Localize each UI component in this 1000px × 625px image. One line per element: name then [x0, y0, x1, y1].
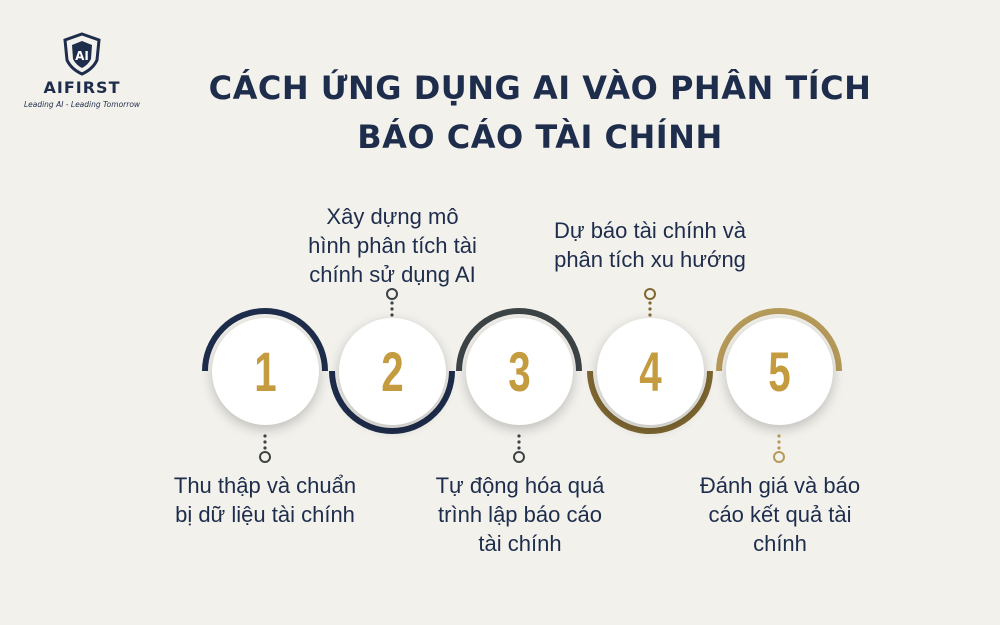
- step-2-connector-ring: [386, 288, 398, 300]
- step-4: 4: [586, 307, 714, 435]
- title-line-1: CÁCH ỨNG DỤNG AI VÀO PHÂN TÍCH: [208, 69, 872, 107]
- step-5-circle: 5: [725, 317, 833, 425]
- step-3-label: Tự động hóa quá trình lập báo cáo tài ch…: [410, 471, 630, 558]
- step-2-number: 2: [380, 339, 404, 403]
- step-3: 3: [455, 307, 583, 435]
- step-5-connector-dots: [773, 434, 785, 463]
- step-2-label: Xây dựng mô hình phân tích tài chính sử …: [285, 202, 500, 289]
- shield-icon: AI: [63, 32, 101, 76]
- step-3-connector-ring: [513, 451, 525, 463]
- step-4-connector-ring: [644, 288, 656, 300]
- step-1-connector-dots: [259, 434, 271, 463]
- logo-brand: AIFIRST: [43, 78, 121, 97]
- step-3-circle: 3: [465, 317, 573, 425]
- logo-mark-text: AI: [75, 49, 89, 63]
- step-3-number: 3: [507, 339, 531, 403]
- step-5-connector-ring: [773, 451, 785, 463]
- step-2-label-line-1: Xây dựng mô: [326, 204, 459, 229]
- step-1-number: 1: [253, 339, 277, 403]
- step-2-circle: 2: [338, 317, 446, 425]
- step-5-label-line-1: Đánh giá và báo: [699, 473, 861, 498]
- logo-tagline: Leading AI - Leading Tomorrow: [23, 100, 141, 109]
- step-5-number: 5: [767, 339, 791, 403]
- step-4-connector-dots: [644, 288, 656, 317]
- step-2-label-line-2: hình phân tích tài: [308, 233, 477, 258]
- step-2: 2: [328, 307, 456, 435]
- step-1-connector-ring: [259, 451, 271, 463]
- step-3-label-line-2: trình lập báo cáo: [438, 502, 602, 527]
- step-3-arc: [456, 308, 582, 372]
- step-2-arc: [329, 370, 455, 434]
- step-1-label-line-1: Thu thập và chuẩn: [173, 473, 357, 498]
- step-5-label-line-2: cáo kết quả tài: [708, 502, 852, 527]
- page-title: CÁCH ỨNG DỤNG AI VÀO PHÂN TÍCH BÁO CÁO T…: [185, 64, 895, 162]
- step-4-label-line-1: Dự báo tài chính và: [553, 218, 747, 243]
- step-4-circle: 4: [596, 317, 704, 425]
- step-4-label: Dự báo tài chính và phân tích xu hướng: [535, 216, 765, 274]
- step-5-arc: [716, 308, 842, 372]
- step-1-label: Thu thập và chuẩn bị dữ liệu tài chính: [155, 471, 375, 529]
- step-1-arc: [202, 308, 328, 372]
- step-2-connector-dots: [386, 288, 398, 317]
- step-5-label: Đánh giá và báo cáo kết quả tài chính: [675, 471, 885, 558]
- step-4-label-line-2: phân tích xu hướng: [554, 247, 746, 272]
- step-5-label-line-3: chính: [753, 531, 807, 556]
- step-4-arc: [587, 370, 713, 434]
- step-1: 1: [201, 307, 329, 435]
- step-3-label-line-1: Tự động hóa quá: [435, 473, 605, 498]
- title-line-2: BÁO CÁO TÀI CHÍNH: [357, 118, 723, 156]
- step-1-label-line-2: bị dữ liệu tài chính: [175, 502, 355, 527]
- step-5: 5: [715, 307, 843, 435]
- step-2-label-line-3: chính sử dụng AI: [309, 262, 476, 287]
- step-1-circle: 1: [211, 317, 319, 425]
- step-3-label-line-3: tài chính: [478, 531, 562, 556]
- logo: AI AIFIRST Leading AI - Leading Tomorrow: [22, 32, 142, 109]
- step-3-connector-dots: [513, 434, 525, 463]
- step-4-number: 4: [638, 339, 662, 403]
